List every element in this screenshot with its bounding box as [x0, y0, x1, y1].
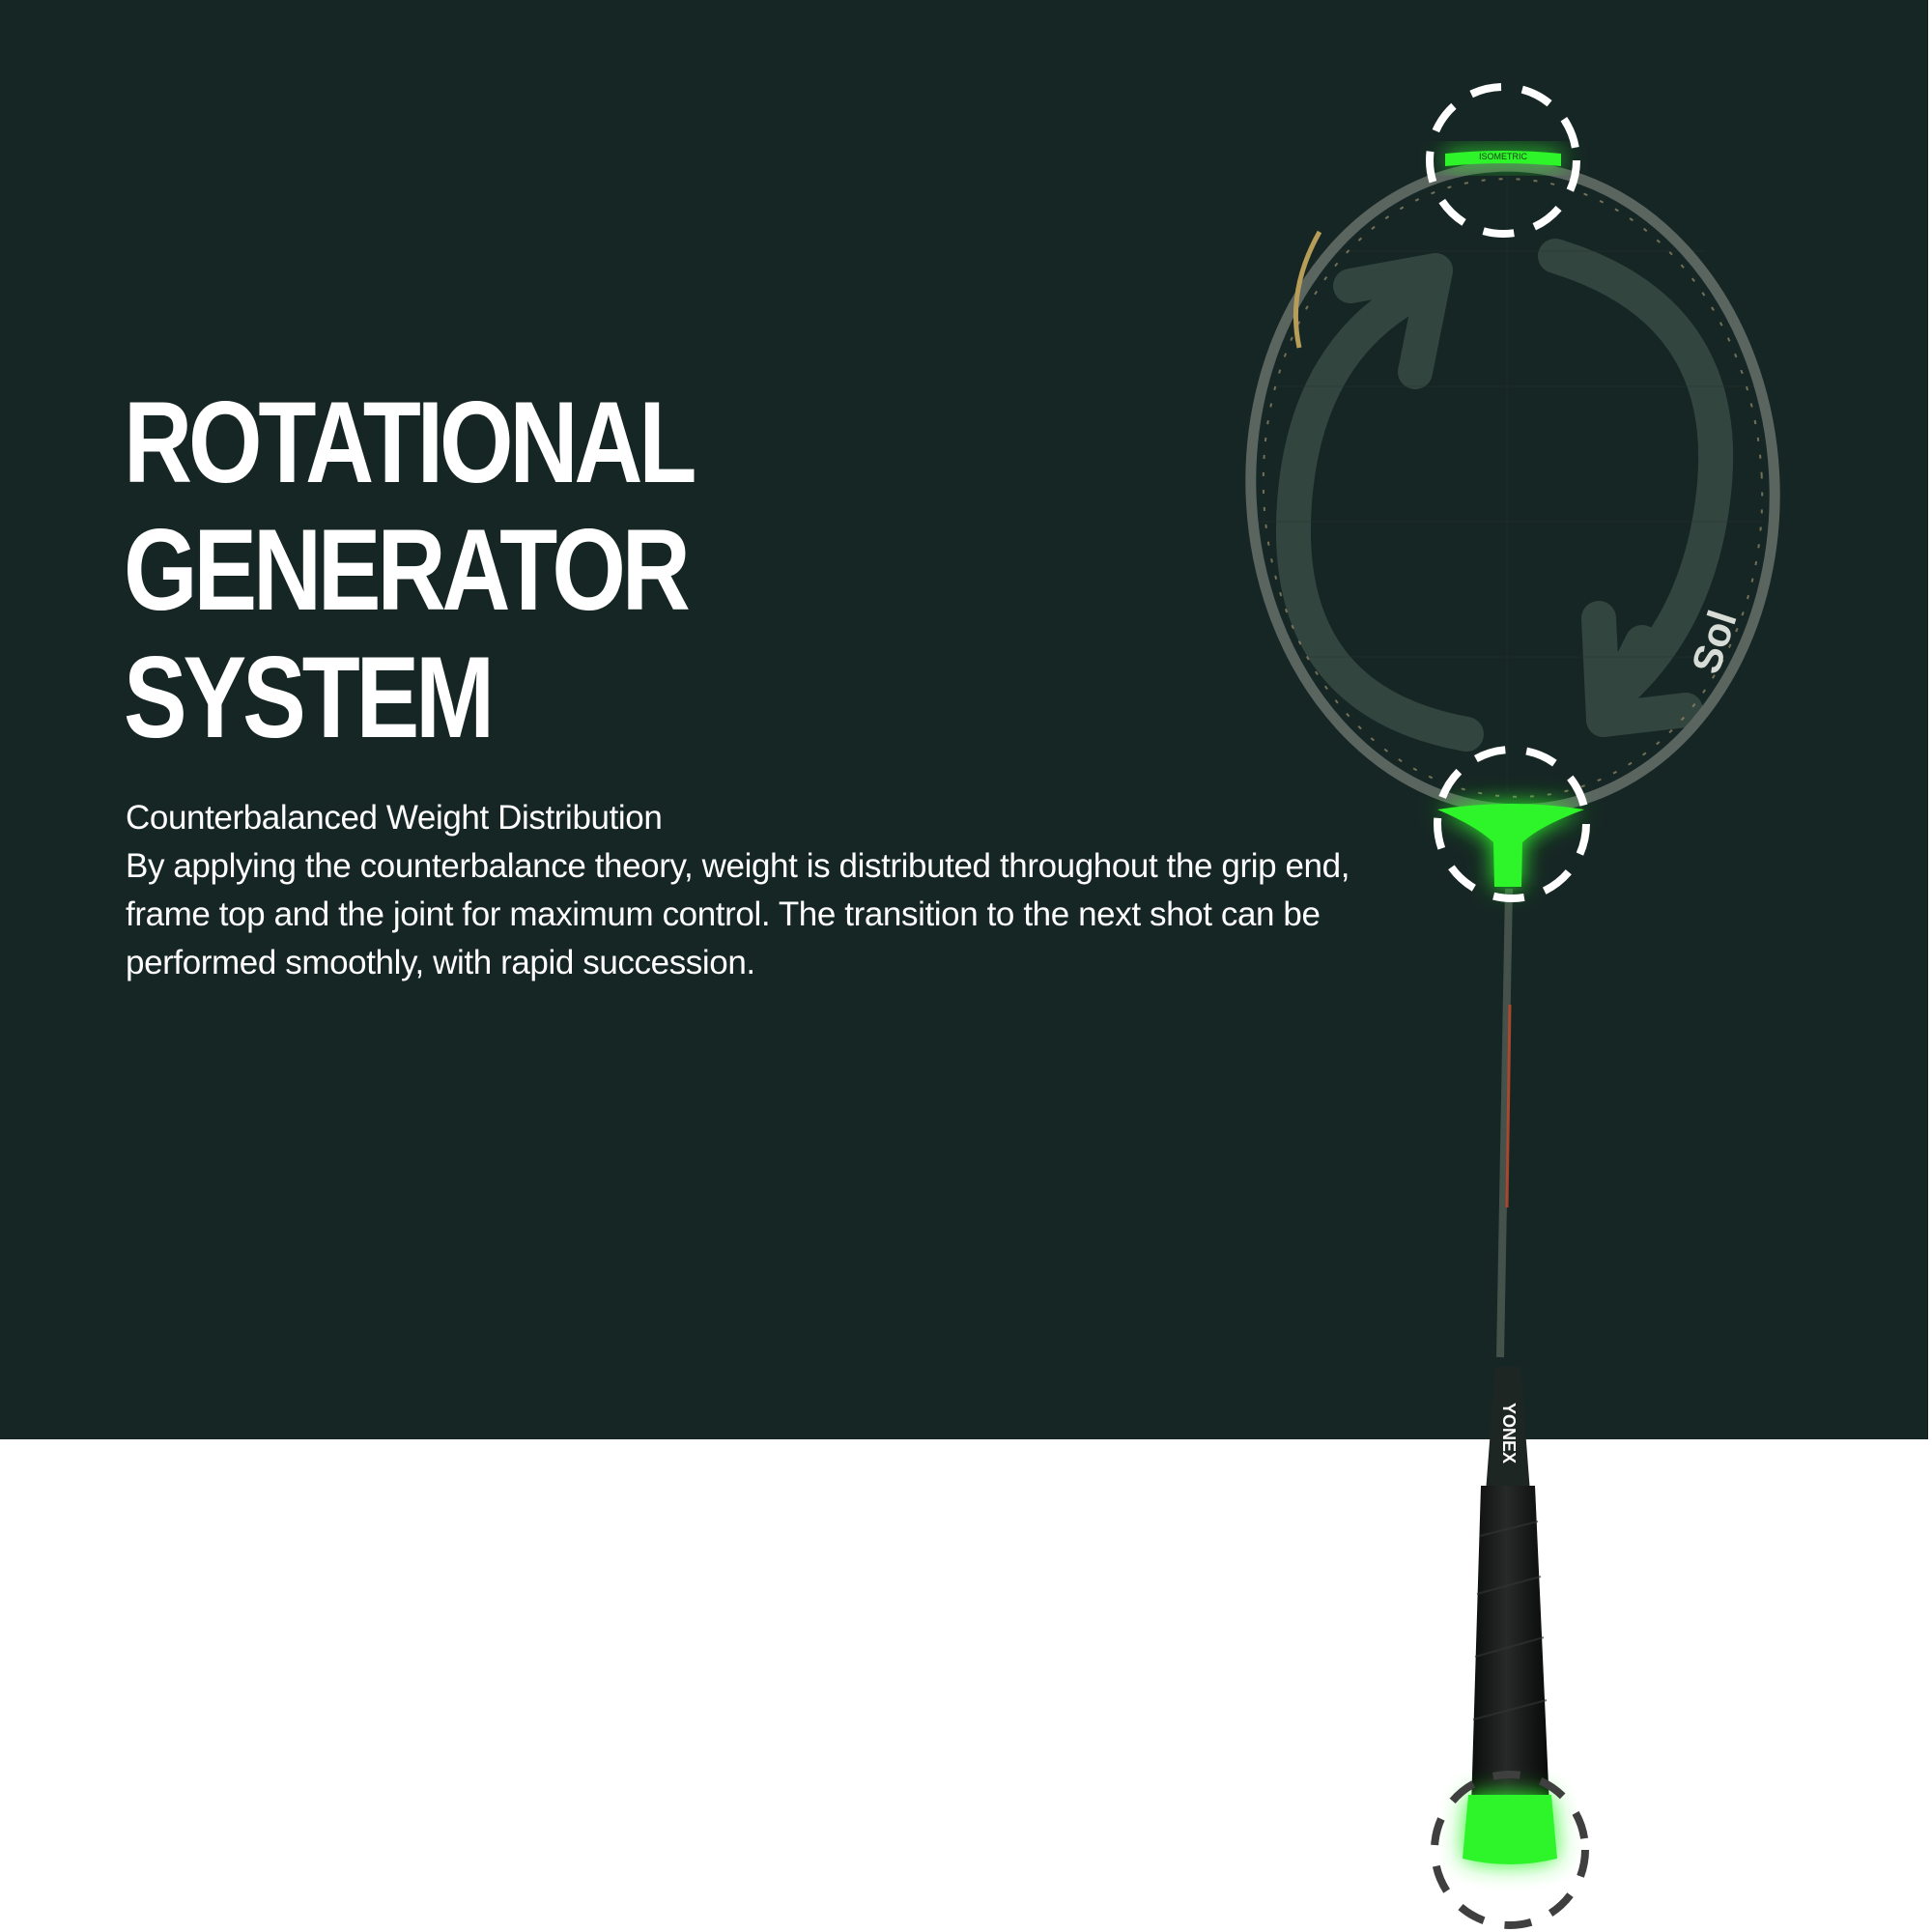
feature-subtitle: Counterbalanced Weight Distribution: [126, 799, 663, 837]
headline: ROTATIONAL GENERATOR SYSTEM: [124, 378, 696, 762]
frame-accent: [1293, 230, 1322, 349]
feature-body: By applying the counterbalance theory, w…: [126, 847, 1350, 981]
frame-grommets: [1262, 178, 1764, 798]
grip-end-highlight: [1463, 1795, 1557, 1864]
feature-description: Counterbalanced Weight Distribution By a…: [126, 794, 1381, 987]
grip-end-dashed-ring: [1431, 1771, 1589, 1929]
rotation-arrows-icon: [1276, 239, 1734, 752]
racket-shaft: [1496, 888, 1513, 1358]
headline-line-1: ROTATIONAL: [124, 378, 696, 507]
shaft-accent: [1505, 1004, 1512, 1208]
frame-top-label: ISOMETRIC: [1479, 152, 1528, 161]
joint-dashed-ring: [1434, 746, 1590, 902]
frame-top-dashed-ring: [1426, 83, 1580, 238]
grip-wrap-lines: [1472, 1520, 1548, 1720]
headline-line-3: SYSTEM: [124, 633, 495, 762]
shaft-brand-label: YONEX: [1499, 1403, 1519, 1463]
headline-line-2: GENERATOR: [124, 505, 691, 635]
racket-strings: [1256, 174, 1763, 792]
joint-highlight: [1437, 804, 1584, 887]
racket-handle: [1486, 1367, 1530, 1492]
frame-top-highlight: [1445, 151, 1561, 166]
